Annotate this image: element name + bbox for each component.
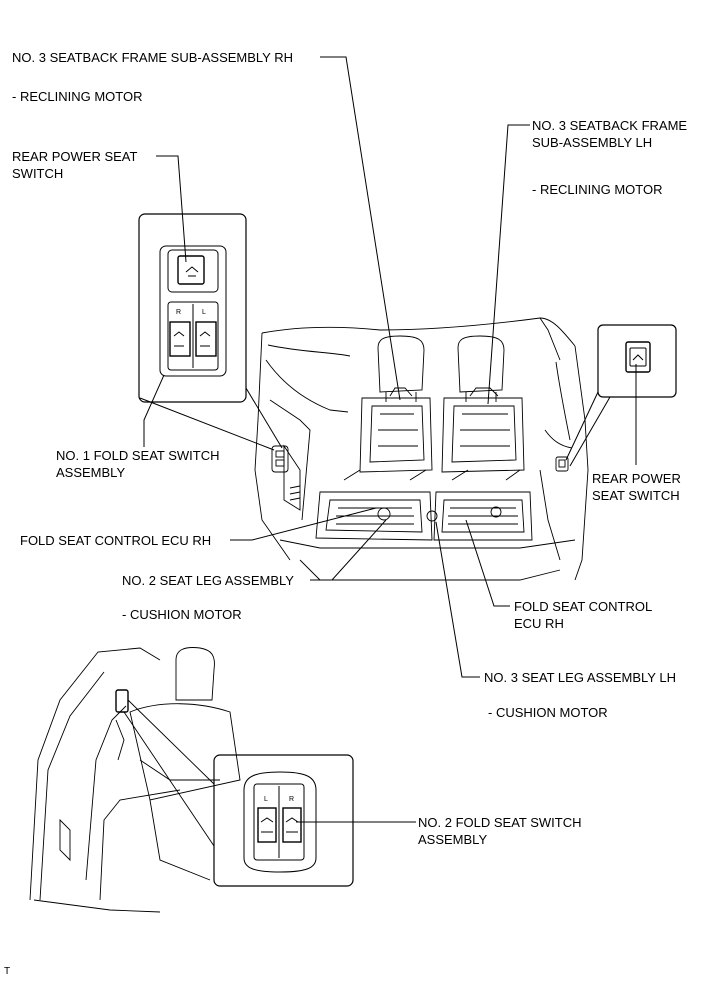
- switch-1-glyph-left: L: [202, 309, 206, 316]
- label-fold-switch-1-line1: NO. 1 FOLD SEAT SWITCH: [56, 448, 220, 463]
- label-fold-switch-1: NO. 1 FOLD SEAT SWITCH ASSEMBLY: [56, 447, 219, 481]
- label-seatback-rh: NO. 3 SEATBACK FRAME SUB-ASSEMBLY RH: [12, 50, 294, 65]
- switch-2-glyph-right: R: [289, 796, 295, 803]
- callout-fold-switch-2: [213, 754, 354, 887]
- label-rear-power-seat-switch-right-line1: REAR POWER: [592, 471, 681, 486]
- leader-lines: [143, 56, 637, 823]
- label-reclining-motor-rh: - RECLINING MOTOR: [12, 89, 143, 104]
- side-view-illustration: [29, 647, 241, 913]
- footer-mark: T: [4, 966, 11, 977]
- callout-rear-power-right: [565, 324, 677, 467]
- label-rear-power-seat-switch-left-line1: REAR POWER SEAT: [12, 149, 138, 164]
- label-rear-power-seat-switch-left: REAR POWER SEAT SWITCH: [12, 148, 137, 182]
- label-seatback-lh-line2: SUB-ASSEMBLY LH: [532, 135, 653, 150]
- switch-1-glyph-right: R: [176, 309, 182, 316]
- label-rear-power-seat-switch-left-line2: SWITCH: [12, 166, 64, 181]
- label-reclining-motor-lh: - RECLINING MOTOR: [532, 182, 663, 197]
- label-fold-switch-2-line1: NO. 2 FOLD SEAT SWITCH: [418, 815, 582, 830]
- label-fold-ecu-rh-right: FOLD SEAT CONTROL ECU RH: [514, 598, 652, 632]
- label-seat-leg-2: NO. 2 SEAT LEG ASSEMBLY: [122, 573, 294, 588]
- label-rear-power-seat-switch-right-line2: SEAT SWITCH: [592, 488, 680, 503]
- label-fold-switch-1-line2: ASSEMBLY: [56, 465, 126, 480]
- label-fold-ecu-rh-left: FOLD SEAT CONTROL ECU RH: [20, 533, 212, 548]
- label-fold-switch-2: NO. 2 FOLD SEAT SWITCH ASSEMBLY: [418, 814, 581, 848]
- label-seatback-lh-line1: NO. 3 SEATBACK FRAME: [532, 118, 688, 133]
- label-cushion-motor-2: - CUSHION MOTOR: [122, 607, 242, 622]
- label-fold-switch-2-line2: ASSEMBLY: [418, 832, 488, 847]
- label-rear-power-seat-switch-right: REAR POWER SEAT SWITCH: [592, 470, 681, 504]
- label-cushion-motor-3: - CUSHION MOTOR: [488, 705, 608, 720]
- callout-fold-switch-1: [138, 213, 283, 451]
- label-seatback-lh: NO. 3 SEATBACK FRAME SUB-ASSEMBLY LH: [532, 117, 687, 151]
- cabin-illustration: [254, 317, 589, 581]
- label-seat-leg-3-lh: NO. 3 SEAT LEG ASSEMBLY LH: [484, 670, 676, 685]
- label-fold-ecu-rh-right-line2: ECU RH: [514, 616, 564, 631]
- label-fold-ecu-rh-right-line1: FOLD SEAT CONTROL: [514, 599, 653, 614]
- switch-2-glyph-left: L: [264, 796, 268, 803]
